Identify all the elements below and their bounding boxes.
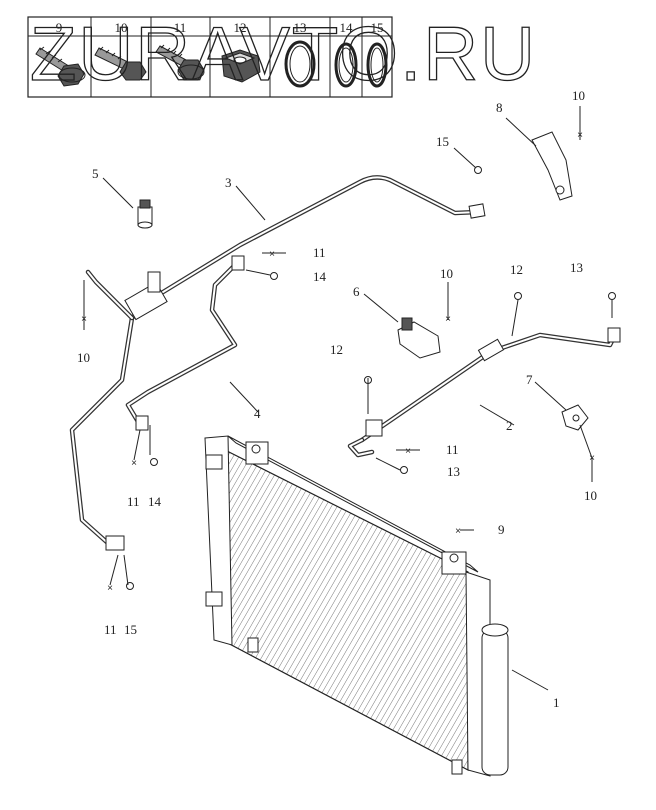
legend-num-15: 15 xyxy=(371,20,384,35)
o-ring-icon xyxy=(284,40,316,88)
callout-10-b: 10 xyxy=(440,266,453,281)
svg-text:×: × xyxy=(269,249,275,260)
callout-12-a: 12 xyxy=(510,262,523,277)
svg-text:×: × xyxy=(131,458,137,469)
watermark-text: ZURAVTO.RU xyxy=(30,12,537,97)
svg-text:×: × xyxy=(455,526,461,537)
bracket-7 xyxy=(561,404,589,431)
callout-6: 6 xyxy=(353,284,360,299)
ac-pipe-3 xyxy=(69,175,486,551)
pressure-switch-5 xyxy=(137,199,153,229)
callout-2: 2 xyxy=(506,418,513,433)
callout-14-b: 14 xyxy=(148,494,162,509)
fastener-legend: 9 10 11 12 13 14 15 xyxy=(27,16,393,98)
callout-10-c: 10 xyxy=(77,350,90,365)
callout-13-b: 13 xyxy=(447,464,460,479)
ac-pipe-2 xyxy=(347,327,621,458)
bolt-icon xyxy=(94,46,147,81)
callout-14-a: 14 xyxy=(313,269,327,284)
callout-10-d: 10 xyxy=(584,488,597,503)
bolt-flange-icon xyxy=(35,46,86,87)
callout-15-a: 15 xyxy=(436,134,449,149)
svg-text:×: × xyxy=(589,453,595,464)
receiver-drier xyxy=(481,629,509,776)
ac-pipe-4 xyxy=(125,255,245,431)
o-ring-icon xyxy=(366,42,388,88)
callout-5: 5 xyxy=(92,166,99,181)
callout-9: 9 xyxy=(498,522,505,537)
callout-1: 1 xyxy=(553,695,560,710)
svg-text:×: × xyxy=(445,314,451,325)
callout-11-b: 11 xyxy=(446,442,459,457)
callout-11-c: 11 xyxy=(127,494,140,509)
callout-labels: 1 2 3 4 5 6 7 8 9 10 10 10 10 11 11 11 1… xyxy=(77,88,597,710)
callout-13-a: 13 xyxy=(570,260,583,275)
callout-4: 4 xyxy=(254,406,261,421)
o-ring-icon xyxy=(334,42,358,88)
legend-num-13: 13 xyxy=(294,20,307,35)
svg-text:×: × xyxy=(577,130,583,141)
callout-10-a: 10 xyxy=(572,88,585,103)
callout-8: 8 xyxy=(496,100,503,115)
svg-text:×: × xyxy=(81,314,87,325)
callout-12-b: 12 xyxy=(330,342,343,357)
callout-11-d: 11 xyxy=(104,622,117,637)
callout-markers: × × × × × × × × × xyxy=(81,130,616,594)
leader-lines xyxy=(83,106,613,691)
callout-7: 7 xyxy=(526,372,533,387)
condenser-1 xyxy=(204,435,509,777)
bracket-6 xyxy=(397,317,441,359)
bracket-8 xyxy=(531,131,573,201)
legend-num-12: 12 xyxy=(234,20,247,35)
legend-num-11: 11 xyxy=(174,20,187,35)
legend-num-10: 10 xyxy=(115,20,128,35)
legend-num-14: 14 xyxy=(340,20,354,35)
callout-3: 3 xyxy=(225,175,232,190)
nut-icon xyxy=(221,49,261,83)
callout-11-a: 11 xyxy=(313,245,326,260)
bolt-flange-icon xyxy=(155,44,205,81)
callout-15-b: 15 xyxy=(124,622,137,637)
svg-text:×: × xyxy=(405,446,411,457)
svg-text:×: × xyxy=(107,583,113,594)
legend-num-9: 9 xyxy=(56,20,63,35)
